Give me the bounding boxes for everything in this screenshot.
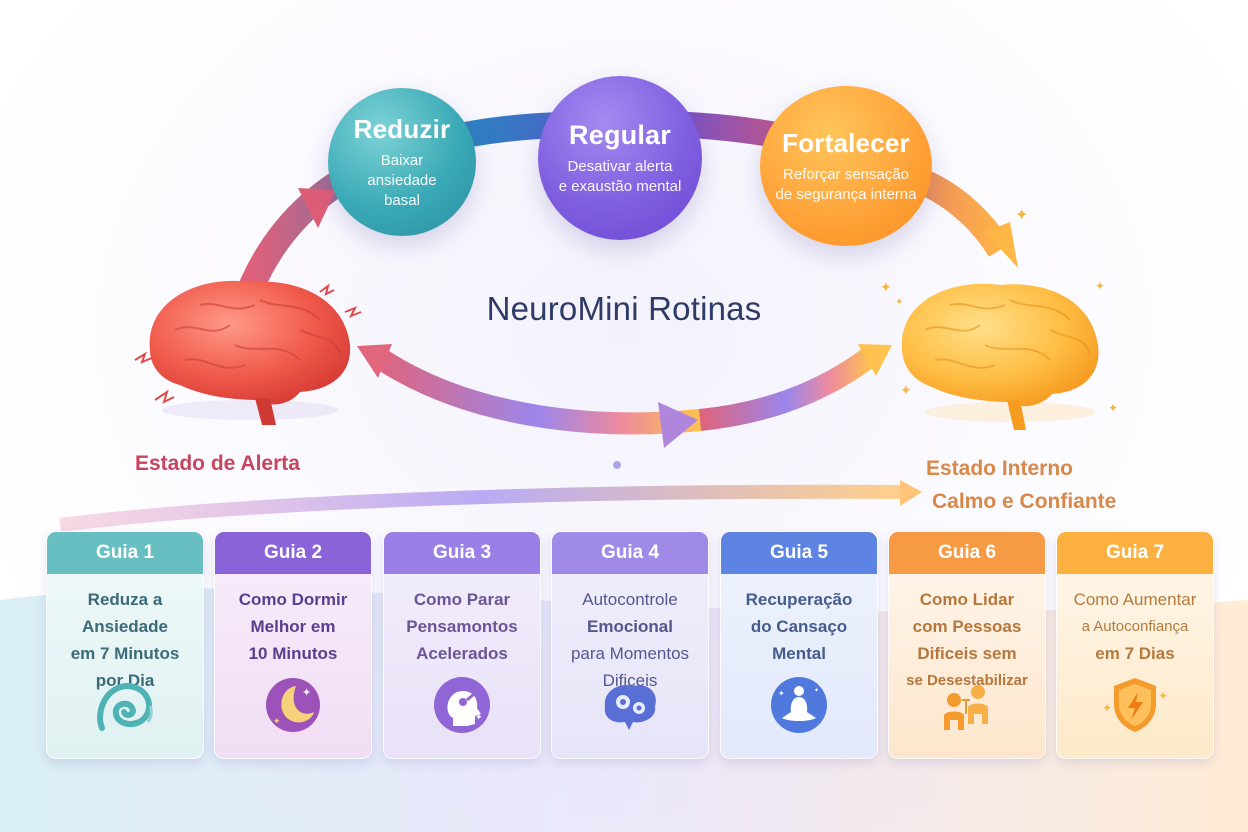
guide-cards: Guia 1 Reduza a Ansiedade em 7 Minutos por D… (46, 531, 1214, 763)
guide-card-title-line: 10 Minutos (248, 644, 338, 663)
guide-card-title-line: com Pessoas (912, 617, 1022, 636)
arrowhead-to-calm-brain (985, 222, 1018, 268)
stage-title: Fortalecer (782, 127, 910, 158)
guide-card-title-line: Como Aumentar (1073, 590, 1197, 609)
stage-subtitle-line: Reforçar sensação (783, 165, 909, 183)
svg-text:✦: ✦ (814, 687, 819, 694)
guide-card-title-line: em 7 Minutos (70, 644, 180, 663)
guide-card-title-line: Emocional (587, 617, 673, 636)
state-start-label: Estado de Alerta (135, 452, 300, 475)
arrowhead-into-reduzir (298, 188, 336, 228)
guide-card-header: Guia 3 (384, 532, 540, 574)
stage-subtitle-line: e exaustão mental (558, 177, 682, 195)
guide-card-1[interactable]: Guia 1 Reduza a Ansiedade em 7 Minutos por D… (46, 531, 204, 759)
guide-card-title-line: do Cansaço (750, 617, 848, 636)
guide-card-7[interactable]: Guia 7 Como Aumentar a Autoconfiança em 7 D… (1056, 531, 1214, 759)
svg-text:✦: ✦ (1102, 701, 1112, 715)
stage-fortalecer: Fortalecer Reforçar sensação de seguranç… (760, 86, 932, 246)
guide-card-title-line: Acelerados (416, 644, 508, 663)
stage-subtitle-line: Desativar alerta (567, 157, 673, 175)
brain-red-alert-icon (134, 280, 362, 425)
shield-bolt-icon: ✦✦ (1100, 674, 1170, 736)
arrowhead-to-calm (858, 344, 892, 376)
guide-card-title-line: Como Dormir (238, 590, 348, 609)
guide-card-header: Guia 2 (215, 532, 371, 574)
guide-card-title-line: para Momentos (570, 644, 690, 663)
guide-card-title-line: Dificeis sem (917, 644, 1017, 663)
svg-text:✦: ✦ (778, 689, 785, 698)
stage-subtitle-line: de segurança interna (775, 185, 917, 203)
middle-arrow-right-segment (698, 346, 879, 431)
lower-progress-arrow (59, 484, 906, 532)
svg-text:✦: ✦ (1158, 689, 1168, 703)
meditation-icon: ✦✦ (764, 674, 834, 736)
svg-text:✦: ✦ (302, 687, 311, 699)
guide-card-header: Guia 6 (889, 532, 1045, 574)
guide-card-title-line: a Autoconfiança (1081, 618, 1189, 635)
guide-card-title-line: se Desestabilizar (906, 672, 1028, 689)
state-end-line: Calmo e Confiante (932, 490, 1117, 513)
guide-card-header: Guia 1 (47, 532, 203, 574)
svg-text:✦: ✦ (475, 712, 483, 722)
state-end-line: Estado Interno (926, 457, 1074, 480)
guide-card-title-line: Recuperação (745, 590, 853, 609)
svg-text:✦: ✦ (900, 382, 912, 398)
guide-card-title-line: Dificeis (602, 671, 658, 690)
svg-text:✦: ✦ (1095, 279, 1105, 293)
page-title: NeuroMini Rotinas (486, 290, 762, 327)
guide-card-title-line: Como Parar (413, 590, 511, 609)
arrowhead-forward-mid (658, 402, 698, 448)
moon-stars-icon: ✦✦ (258, 674, 328, 736)
brain-golden-calm-icon: ✦ ✦ ✦ ✦ ✦ ✦ (880, 207, 1118, 430)
guide-card-title-line: Mental (772, 644, 826, 663)
guide-card-title-line: Autocontrole (582, 590, 678, 609)
spiral-icon (90, 674, 160, 736)
guide-card-title-line: em 7 Dias (1095, 644, 1175, 663)
guide-card-title-line: Pensamontos (406, 617, 518, 636)
guide-card-title-line: Reduza a (87, 590, 163, 609)
lower-arrowhead (900, 480, 922, 506)
middle-arrow-left-segment (368, 345, 702, 435)
two-people-icon (932, 674, 1002, 736)
guide-card-header: Guia 5 (721, 532, 877, 574)
svg-text:✦: ✦ (895, 297, 903, 308)
connector-dot (613, 461, 621, 469)
guide-card-title-line: Melhor em (250, 617, 336, 636)
stage-subtitle-line: basal (384, 191, 420, 209)
stage-regular: Regular Desativar alerta e exaustão ment… (538, 76, 702, 240)
stage-reduzir: Reduzir Baixar ansiedade basal (328, 88, 476, 236)
guide-card-header: Guia 4 (552, 532, 708, 574)
guide-card-body: Reduza a Ansiedade em 7 Minutos por Dia (47, 574, 203, 758)
svg-text:✦: ✦ (1015, 207, 1028, 224)
svg-text:✦: ✦ (880, 279, 892, 295)
head-thoughts-icon: ✦ (427, 674, 497, 736)
svg-text:✦: ✦ (1108, 401, 1118, 415)
guide-card-title-line: Como Lidar (919, 590, 1015, 609)
guide-card-title-line: Ansiedade (82, 617, 168, 636)
arrowhead-back-to-alert (357, 344, 392, 378)
stage-subtitle-line: ansiedade (367, 171, 437, 189)
state-end-label: Estado Interno Calmo e Confiante (926, 452, 1116, 518)
guide-card-title-line: por Dia (95, 671, 155, 690)
stage-title: Reduzir (353, 113, 451, 144)
stage-title: Regular (569, 119, 671, 150)
svg-text:✦: ✦ (273, 716, 281, 726)
brain-gears-icon (595, 674, 665, 736)
guide-card-header: Guia 7 (1057, 532, 1213, 574)
stage-subtitle-line: Baixar (380, 151, 424, 169)
